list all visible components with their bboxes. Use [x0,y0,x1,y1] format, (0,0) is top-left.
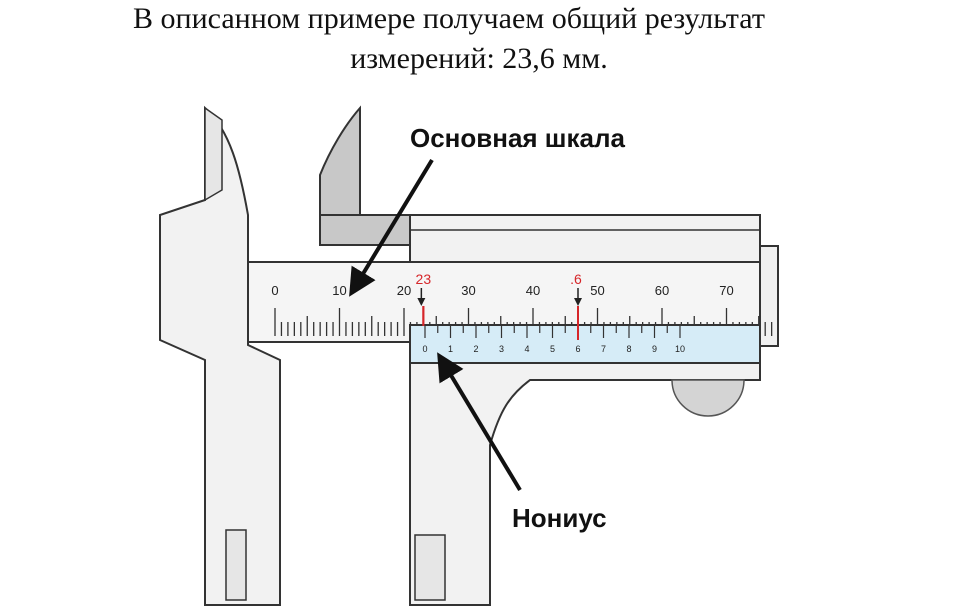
vernier-tick-label: 10 [675,344,685,354]
main-scale-tick-label: 20 [397,283,411,298]
main-scale-tick-label: 30 [461,283,475,298]
vernier-tick-label: 8 [626,344,631,354]
main-scale-tick-label: 40 [526,283,540,298]
fixed-jaw-notch [225,529,247,601]
vernier-tick-label: 6 [575,344,580,354]
vernier-label: Нониус [512,503,607,533]
vernier-tick-label: 9 [652,344,657,354]
vernier-tick-label: 4 [524,344,529,354]
main-scale-label: Основная шкала [410,123,625,153]
fixed-jaw-inner [204,106,223,202]
main-scale-tick-label: 50 [590,283,604,298]
vernier-tick-label: 7 [601,344,606,354]
vernier-tick-label: 0 [422,344,427,354]
vernier-plate [409,324,761,364]
vernier-reading-label: .6 [570,271,582,287]
main-reading-label: 23 [416,271,432,287]
main-scale-tick-label: 10 [332,283,346,298]
main-scale-tick-label: 60 [655,283,669,298]
vernier-tick-label: 5 [550,344,555,354]
slider-housing [409,214,761,263]
vernier-reading-arrowhead [574,298,582,306]
main-scale-tick-label: 0 [271,283,278,298]
caption-line-2: измерений: 23,6 мм. [350,42,608,75]
main-reading-arrowhead [417,298,426,306]
main-scale-tick-label: 70 [719,283,733,298]
upper-moving-jaw [319,105,361,216]
caption-line-1: В описанном примере получаем общий резул… [133,2,765,35]
vernier-arrow [437,352,522,492]
moving-jaw-notch [414,534,446,601]
vernier-scale: 0 1 2 3 4 5 6 7 8 9 10 .6 [422,271,685,354]
main-scale-arrow [349,158,434,297]
thumb-wheel [671,379,745,417]
vernier-tick-label: 1 [448,344,453,354]
beam-tail [759,245,779,347]
vernier-tick-label: 2 [473,344,478,354]
vernier-tick-label: 3 [499,344,504,354]
